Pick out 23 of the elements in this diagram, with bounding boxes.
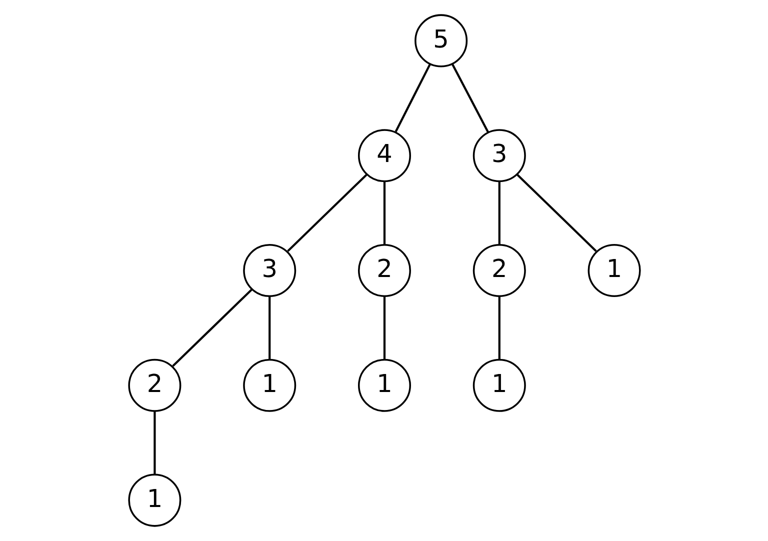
connector (516, 174, 596, 252)
node-circle: 1 (357, 358, 411, 412)
connector (286, 174, 367, 252)
node-circle: 4 (357, 129, 411, 182)
node-circle: 1 (242, 358, 296, 412)
connector (498, 182, 500, 245)
connector (498, 296, 500, 360)
node-circle: 5 (414, 14, 468, 68)
connector (268, 296, 270, 360)
node-circle: 2 (128, 358, 181, 412)
node-circle: 3 (242, 244, 296, 298)
node-circle: 1 (472, 358, 526, 412)
connector (172, 288, 252, 367)
connector (382, 182, 386, 245)
node-circle: 1 (128, 474, 181, 527)
node-circle: 2 (472, 244, 526, 298)
connector (450, 63, 489, 133)
connector (394, 63, 431, 132)
node-circle: 3 (472, 129, 526, 182)
node-circle: 2 (357, 244, 411, 298)
node-circle: 1 (587, 244, 640, 298)
connector (153, 411, 156, 474)
connector (382, 296, 386, 360)
